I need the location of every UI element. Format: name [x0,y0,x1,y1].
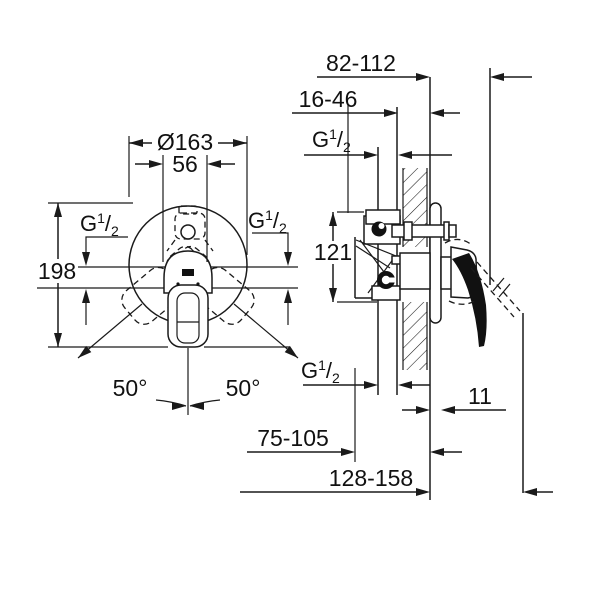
break-mark [492,277,505,292]
travel-arc-bottom [448,299,478,305]
escutcheon-thickness-label: 11 [468,383,492,409]
raised-handle-dashed [476,261,521,312]
thread-label-front-right: G1/2 [248,207,292,325]
depth-range-label: 82-112 [326,50,396,76]
temp-indicator [182,269,194,276]
cartridge-hidden-outline [166,205,214,252]
handle-grip [167,284,209,348]
dim-projection-range: 75-105 [247,425,462,456]
raised-handle-dashed [470,267,515,318]
break-mark [498,283,511,298]
projection-range-label: 75-105 [257,425,329,451]
dim-total-projection-range: 128-158 [240,465,553,496]
escutcheon-side [429,202,442,324]
thread-text: G1/2 [301,357,340,386]
width-label: 56 [172,151,198,177]
thread-label-side-bottom: G1/2 [301,357,430,389]
angle-right-label: 50° [226,375,261,401]
thread-label-side-top: G1/2 [304,126,452,159]
wall-section [402,168,428,370]
dim-height: 198 [36,202,290,348]
front-view: Ø163 56 198 G1/2 [36,129,299,415]
outlet-stem [391,221,457,241]
height-label: 198 [38,258,76,284]
dim-diameter: Ø163 [128,129,248,255]
dim-recess-range: 16-46 [292,86,460,117]
dim-port-distance: 121 [314,211,377,303]
angle-left-label: 50° [113,375,148,401]
dim-angle-left: 50° [77,303,187,410]
thread-text: G1/2 [248,207,287,236]
set-screw [180,224,196,240]
thread-text: G1/2 [312,126,351,155]
thread-label-front-left: G1/2 [80,210,128,325]
dim-angle-right: 50° [189,303,299,410]
travel-arc-top [444,238,473,246]
lever-handle-side [444,238,521,347]
dim-width: 56 [135,151,235,262]
valve-sleeve-wall [399,252,431,290]
handle-grip-face [176,292,200,344]
port-distance-label: 121 [314,239,352,265]
side-view: 82-112 16-46 G1/2 [240,50,553,500]
lever-handle-front [163,250,213,348]
thread-text: G1/2 [80,210,119,239]
recess-range-label: 16-46 [299,86,358,112]
diameter-label: Ø163 [157,129,213,155]
dim-depth-range: 82-112 [317,50,532,81]
dim-escutcheon-thickness: 11 [402,383,506,414]
total-projection-range-label: 128-158 [329,465,413,491]
